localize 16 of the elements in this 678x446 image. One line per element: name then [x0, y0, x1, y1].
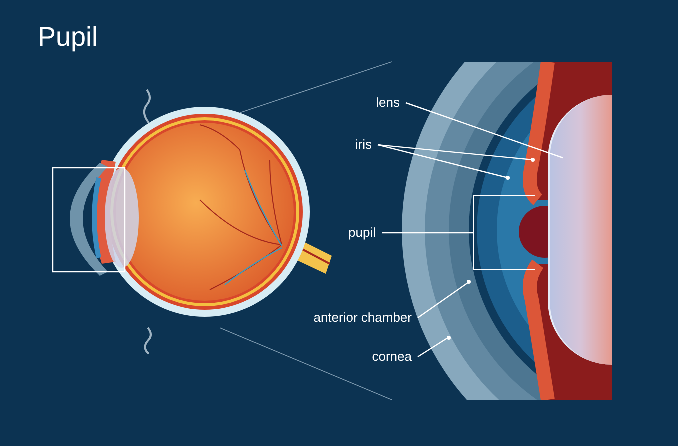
anterior-chamber-region [466, 279, 472, 285]
pupil-bracket [473, 195, 535, 270]
leader-line [378, 144, 508, 179]
part-label: pupil [348, 226, 376, 239]
iris-region [506, 158, 536, 182]
part-label: lens [376, 96, 400, 109]
part-label: iris [355, 138, 372, 151]
part-label: anterior chamber [314, 311, 412, 324]
cornea-region [446, 335, 452, 341]
leader-line [406, 102, 564, 159]
leader-line [382, 232, 473, 234]
part-label: cornea [372, 350, 412, 363]
leader-line [378, 144, 534, 161]
leader-line [418, 338, 448, 358]
leader-line [418, 282, 468, 318]
title: Pupil [38, 24, 98, 51]
